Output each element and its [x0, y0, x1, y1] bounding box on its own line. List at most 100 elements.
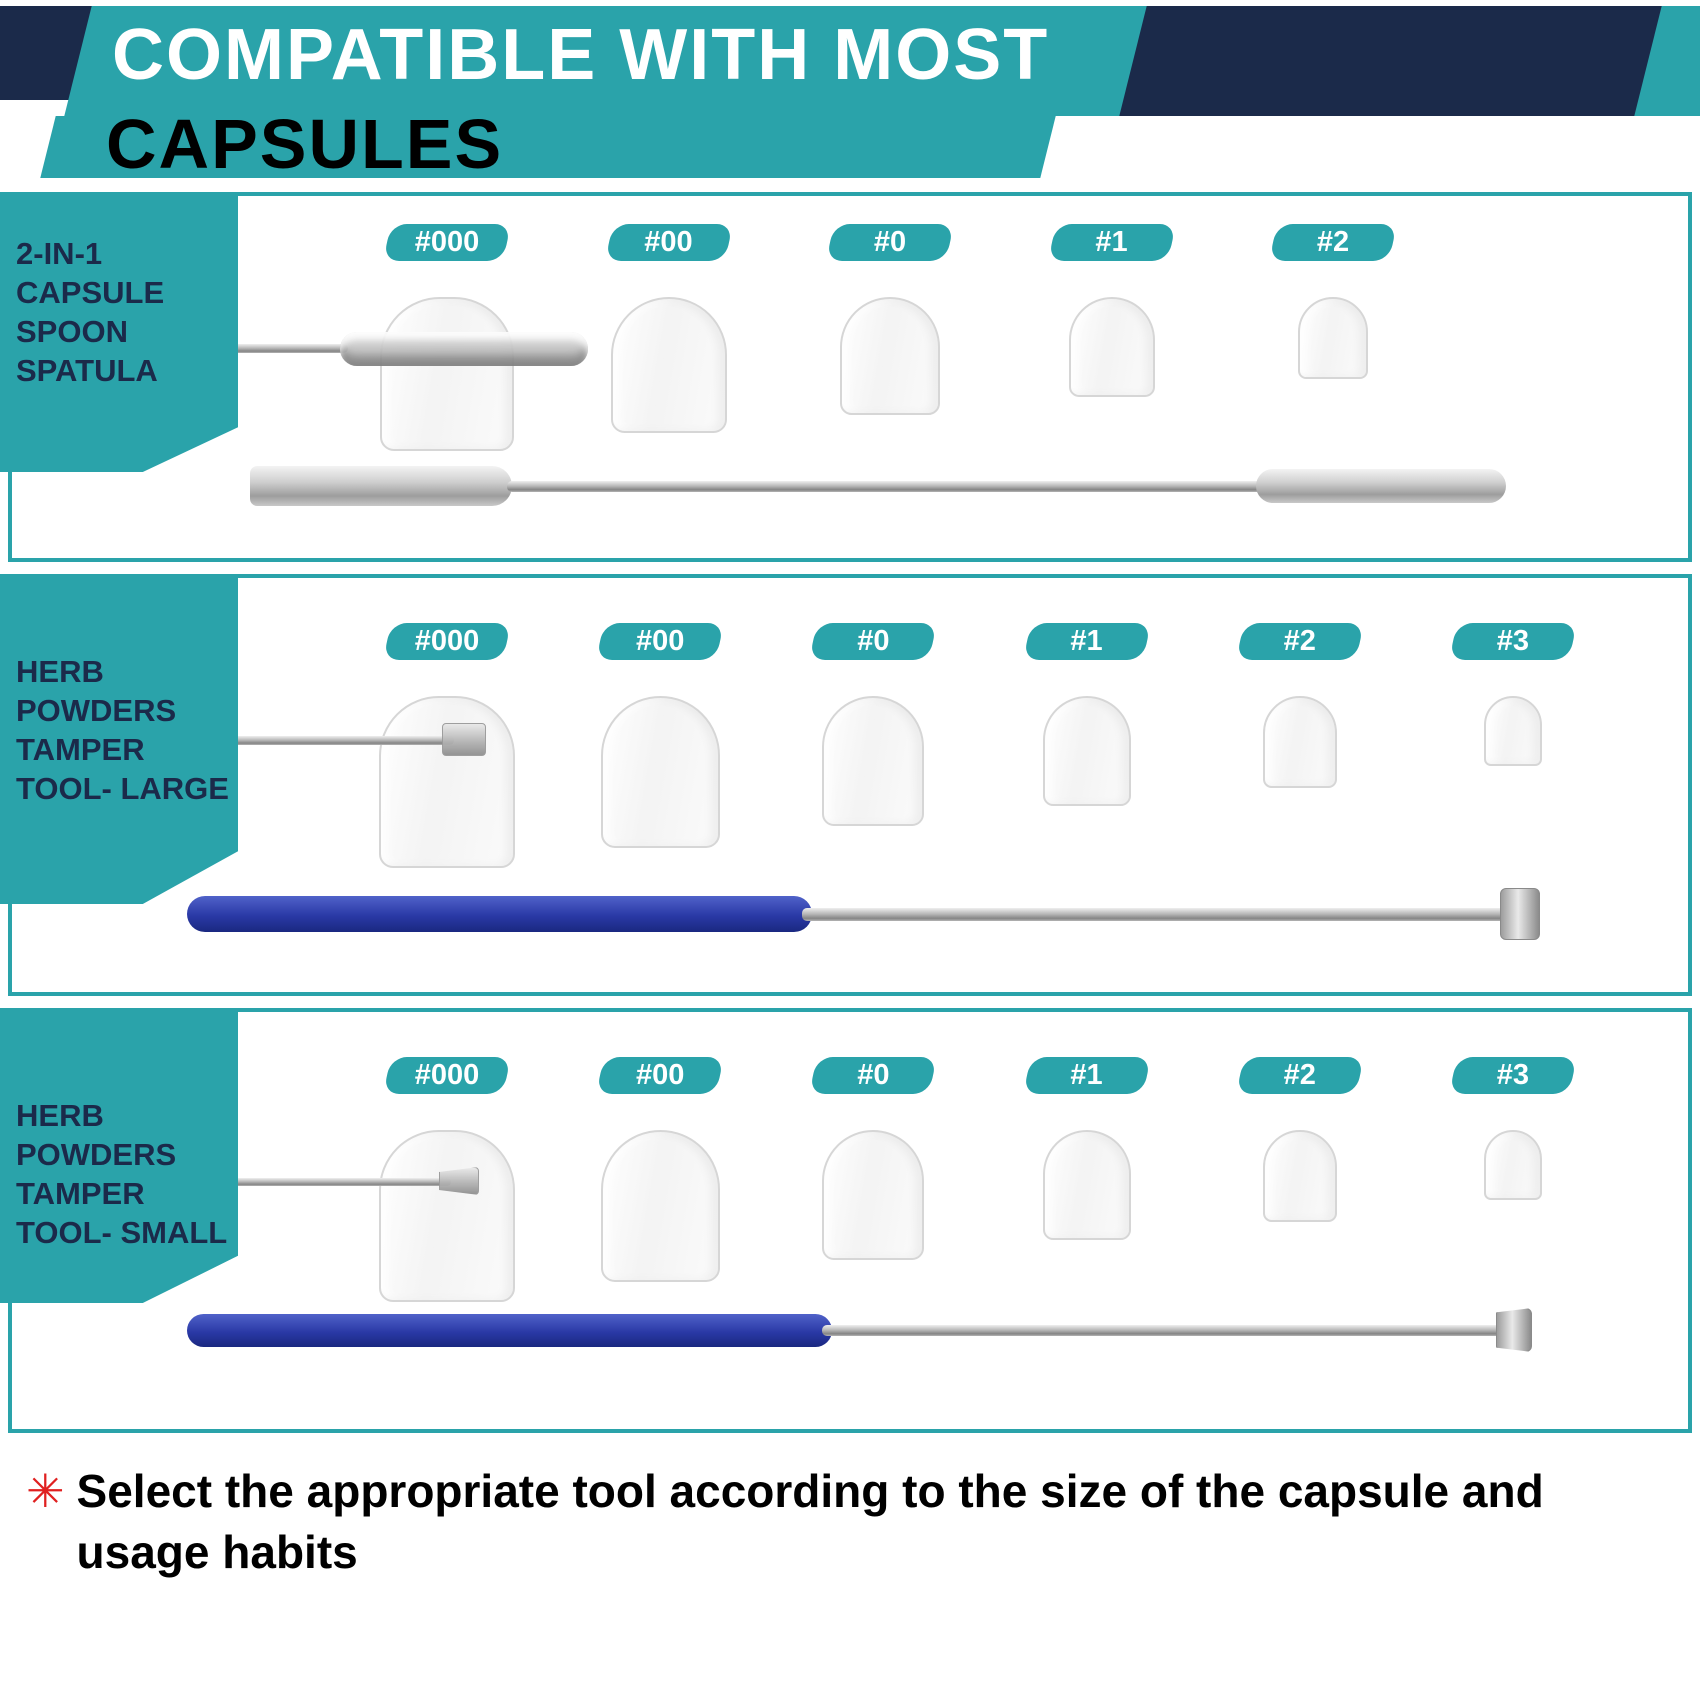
capsule-column: #2 [1225, 623, 1375, 868]
capsule-size-label: #3 [1496, 625, 1530, 657]
spatula-round-blade [1256, 469, 1506, 503]
capsule-illustration [610, 297, 727, 433]
capsule-size-badge: #2 [1273, 224, 1393, 261]
capsule-size-badge: #2 [1240, 1057, 1360, 1094]
tamper-tip-small [439, 1167, 479, 1195]
tamper-rod-small [226, 1178, 451, 1186]
capsule-size-badge: #000 [387, 623, 507, 660]
capsule-illustration [380, 297, 514, 451]
capsule-column: #0 [798, 1057, 948, 1302]
capsule-size-badge: #1 [1027, 1057, 1147, 1094]
capsule-column: #00 [594, 224, 744, 451]
capsule-column: #3 [1438, 1057, 1588, 1302]
capsule-size-label: #0 [857, 625, 890, 657]
capsule-column: #00 [585, 623, 735, 868]
capsule-illustration [1262, 1130, 1337, 1222]
capsule-column: #1 [1037, 224, 1187, 451]
section-tamper-small: HERB POWDERS TAMPER TOOL- SMALL #000 #00… [0, 1008, 1692, 1433]
capsule-column: #0 [798, 623, 948, 868]
capsule-size-label: #2 [1316, 226, 1350, 258]
tamper-handle-small [187, 1314, 832, 1347]
tamper-rod-large [226, 736, 454, 745]
tamper-shaft-large [802, 908, 1507, 921]
capsule-size-row: #000 #00 #0 #1 #2 #3 [372, 1057, 1588, 1302]
capsule-size-badge: #3 [1453, 623, 1573, 660]
note-text: Select the appropriate tool according to… [76, 1465, 1544, 1578]
capsule-column: #2 [1225, 1057, 1375, 1302]
header-banner: COMPATIBLE WITH MOST CAPSULES [0, 0, 1700, 192]
header-navy-band [1081, 6, 1669, 116]
tamper-tip-large [442, 723, 486, 756]
tamper-shaft-small [822, 1325, 1502, 1336]
capsule-size-badge: #000 [387, 224, 507, 261]
capsule-illustration [379, 696, 515, 868]
capsule-size-badge: #2 [1240, 623, 1360, 660]
section-label-line: SPATULA [16, 353, 158, 388]
page-title-line1: COMPATIBLE WITH MOST [112, 15, 1050, 95]
capsule-size-badge: #00 [600, 1057, 720, 1094]
capsule-size-label: #2 [1283, 1059, 1316, 1091]
capsule-size-label: #00 [635, 625, 685, 657]
capsule-size-badge: #00 [600, 623, 720, 660]
section-label-line: TAMPER [16, 732, 145, 767]
capsule-size-badge: #0 [830, 224, 950, 261]
capsule-column: #1 [1012, 1057, 1162, 1302]
capsule-size-label: #000 [414, 226, 480, 258]
capsule-size-label: #2 [1283, 625, 1316, 657]
section-label-panel: HERB POWDERS TAMPER TOOL- SMALL [0, 1008, 238, 1303]
section-label-line: SPOON [16, 314, 128, 349]
section-label-panel: 2-IN-1 CAPSULE SPOON SPATULA [0, 192, 238, 472]
section-label-line: 2-IN-1 [16, 236, 103, 271]
capsule-illustration [600, 696, 720, 848]
capsule-size-badge: #00 [609, 224, 729, 261]
section-label: 2-IN-1 CAPSULE SPOON SPATULA [16, 234, 238, 390]
capsule-illustration [600, 1130, 720, 1282]
capsule-size-label: #1 [1095, 226, 1128, 258]
capsule-size-label: #0 [873, 226, 907, 258]
section-label-line: POWDERS [16, 693, 177, 728]
capsule-size-label: #1 [1070, 1059, 1103, 1091]
tamper-handle-large [187, 896, 812, 932]
page-title-line2: CAPSULES [106, 105, 504, 183]
capsule-illustration [840, 297, 940, 415]
capsule-illustration [1068, 297, 1155, 397]
capsule-column: #0 [815, 224, 965, 451]
section-label: HERB POWDERS TAMPER TOOL- LARGE [16, 652, 238, 808]
capsule-size-label: #1 [1070, 625, 1103, 657]
tamper-head-large [1500, 888, 1540, 940]
footer-note: ✳ Select the appropriate tool according … [0, 1445, 1700, 1582]
section-label-panel: HERB POWDERS TAMPER TOOL- LARGE [0, 574, 238, 904]
spatula-rod [507, 481, 1262, 492]
capsule-illustration [379, 1130, 515, 1302]
section-label-line: TOOL- LARGE [16, 771, 229, 806]
section-label-line: HERB [16, 1098, 104, 1133]
capsule-illustration [822, 696, 925, 826]
capsule-illustration [1483, 696, 1542, 766]
capsule-size-row: #000 #00 #0 #1 #2 #3 [372, 623, 1588, 868]
capsule-column: #1 [1012, 623, 1162, 868]
capsule-size-badge: #0 [813, 1057, 933, 1094]
capsule-size-label: #3 [1496, 1059, 1530, 1091]
capsule-spoon-tool [340, 332, 588, 366]
capsule-column: #000 [372, 224, 522, 451]
spatula-flat-blade [250, 466, 512, 506]
capsule-illustration [1262, 696, 1337, 788]
tamper-head-small [1496, 1308, 1532, 1352]
capsule-size-label: #0 [857, 1059, 890, 1091]
spoon-handle-rod [228, 344, 348, 353]
section-label-line: CAPSULE [16, 275, 165, 310]
section-label-line: HERB [16, 654, 104, 689]
section-label: HERB POWDERS TAMPER TOOL- SMALL [16, 1096, 238, 1252]
asterisk-icon: ✳ [26, 1465, 65, 1517]
section-spoon-spatula: 2-IN-1 CAPSULE SPOON SPATULA #000 #00 #0… [0, 192, 1692, 562]
capsule-illustration [1042, 696, 1131, 806]
capsule-illustration [822, 1130, 925, 1260]
capsule-size-row: #000 #00 #0 #1 #2 [372, 224, 1408, 451]
capsule-column: #000 [372, 1057, 522, 1302]
capsule-illustration [1298, 297, 1368, 379]
capsule-size-label: #00 [635, 1059, 685, 1091]
capsule-column: #2 [1258, 224, 1408, 451]
section-tamper-large: HERB POWDERS TAMPER TOOL- LARGE #000 #00… [0, 574, 1692, 996]
capsule-size-label: #00 [644, 226, 693, 258]
capsule-size-badge: #1 [1052, 224, 1172, 261]
